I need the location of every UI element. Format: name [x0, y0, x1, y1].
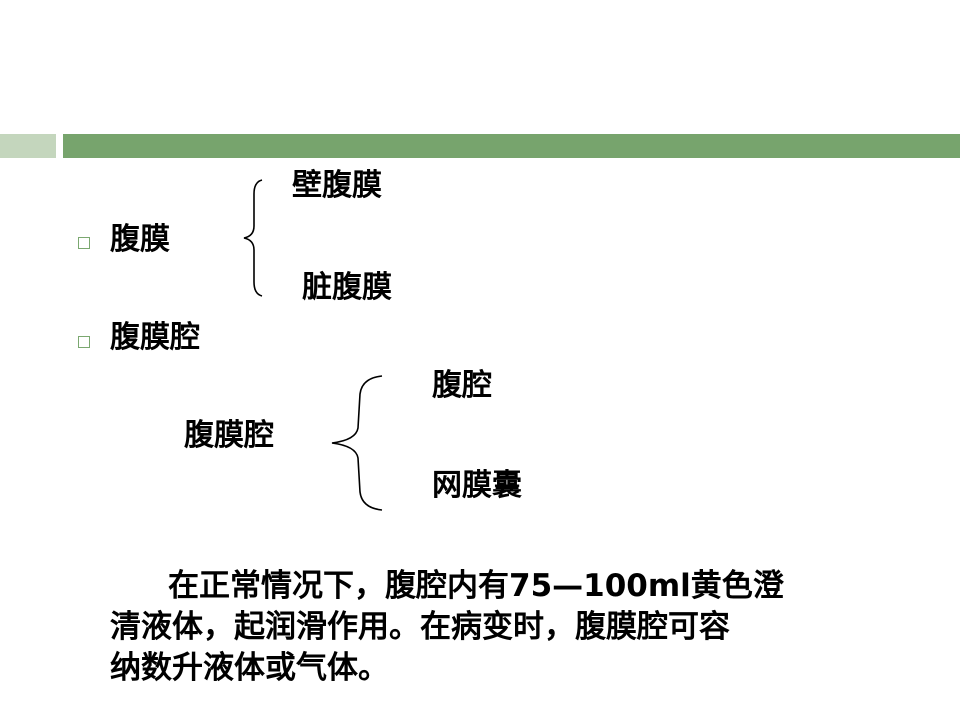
bullet-square-icon	[78, 336, 90, 348]
peritoneal-cavity-label: 腹膜腔	[184, 418, 274, 453]
brace-cavity-icon	[331, 375, 383, 511]
brace-peritoneum-icon	[243, 179, 263, 297]
bullet-peritoneum: 腹膜	[110, 222, 170, 257]
abdominal-cavity-label: 腹腔	[432, 368, 492, 403]
description-paragraph: 在正常情况下，腹腔内有75—100ml黄色澄 清液体，起润滑作用。在病变时，腹膜…	[110, 566, 880, 689]
header-bar-accent	[0, 134, 56, 158]
visceral-peritoneum-label: 脏腹膜	[302, 270, 392, 305]
omental-bursa-label: 网膜囊	[432, 468, 522, 503]
header-bar	[63, 134, 960, 158]
paragraph-line: 在正常情况下，腹腔内有75—100ml黄色澄	[168, 568, 784, 604]
paragraph-line: 纳数升液体或气体。	[110, 650, 389, 686]
bullet-square-icon	[78, 237, 90, 249]
paragraph-line: 清液体，起润滑作用。在病变时，腹膜腔可容	[110, 609, 730, 645]
parietal-peritoneum-label: 壁腹膜	[292, 168, 382, 203]
bullet-peritoneal-cavity: 腹膜腔	[110, 320, 200, 355]
